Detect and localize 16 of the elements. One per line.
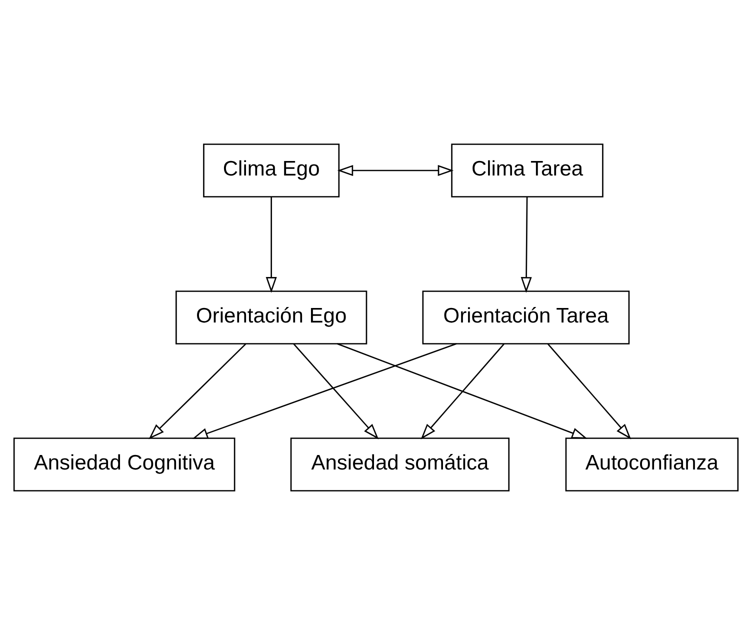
arrow: [547, 343, 632, 439]
arrow: [293, 343, 379, 439]
node-box: Orientación Ego: [176, 290, 368, 344]
node-box: Ansiedad somática: [290, 437, 510, 491]
node-box: Orientación Tarea: [422, 290, 630, 344]
arrow: [337, 164, 454, 176]
node-box: Ansiedad Cognitiva: [13, 437, 236, 491]
arrow: [148, 343, 246, 439]
arrow: [420, 343, 504, 439]
arrow: [192, 342, 457, 438]
node-box: Clima Ego: [203, 143, 340, 197]
node-box: Clima Tarea: [451, 143, 604, 197]
node-box: Autoconfianza: [565, 437, 739, 491]
arrow: [520, 196, 532, 292]
arrow: [336, 342, 588, 438]
arrow: [266, 196, 277, 292]
